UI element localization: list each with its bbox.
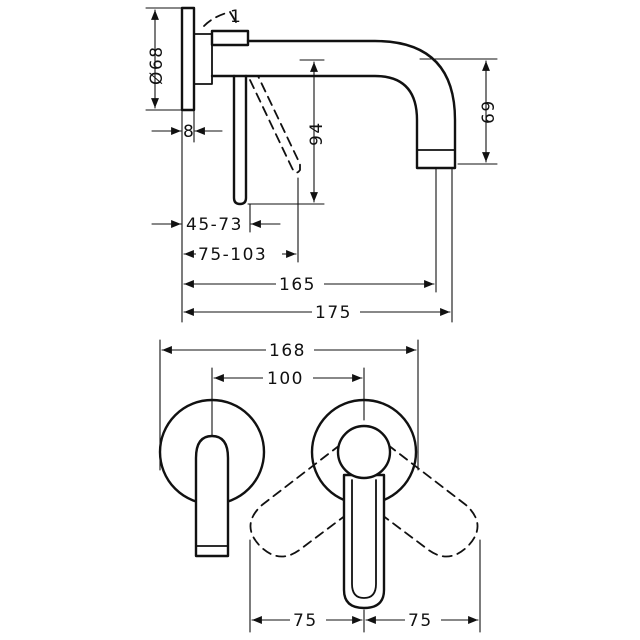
spout — [210, 39, 457, 170]
side-view: 1 Ø68 8 94 69 45-73 75-1 — [145, 6, 499, 323]
lever-front — [342, 473, 386, 610]
lever-hub — [210, 29, 250, 47]
lever-swung-right — [345, 444, 479, 558]
dim-lever-angle: 1 — [230, 7, 242, 27]
lever-front-inner — [351, 479, 377, 599]
dim-height-69: 69 — [479, 99, 499, 124]
dim-right-swing: 75 — [408, 611, 433, 631]
dim-center-distance: 100 — [267, 369, 304, 389]
lever-solid — [232, 74, 248, 206]
dim-left-swing: 75 — [293, 611, 318, 631]
dim-height-94: 94 — [307, 121, 327, 146]
front-view: 168 100 75 75 — [158, 338, 481, 633]
lever-angle-arc — [203, 11, 231, 27]
spout-front — [194, 434, 230, 558]
dim-plate-thickness: 8 — [183, 122, 195, 142]
wall-plate — [180, 6, 196, 112]
lever-swung-left — [249, 444, 383, 558]
cartridge-body — [193, 33, 213, 85]
lever-angle-tick — [229, 11, 237, 23]
dim-offset-range: 45-73 — [186, 215, 243, 235]
dim-lever-range: 75-103 — [198, 245, 267, 265]
dim-spout-175: 175 — [315, 303, 352, 323]
lever-dashed — [249, 75, 301, 174]
lever-hub-front — [336, 424, 392, 480]
dim-spout-165: 165 — [279, 275, 316, 295]
dim-diameter: Ø68 — [147, 45, 167, 85]
dim-total-width: 168 — [269, 341, 306, 361]
